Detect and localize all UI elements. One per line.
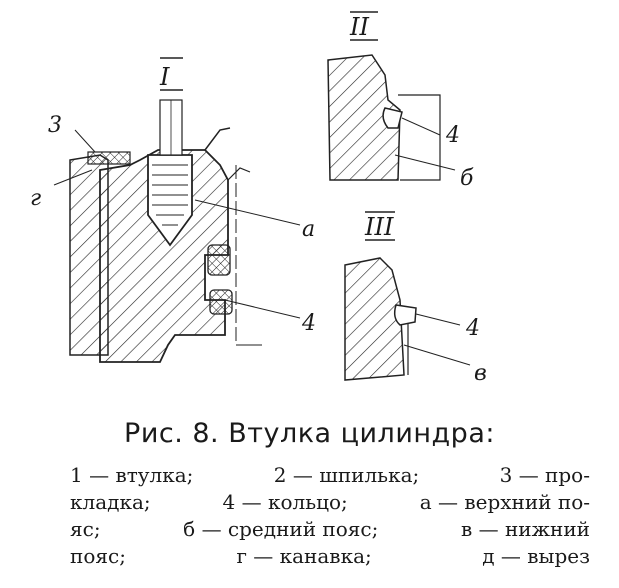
view-one-label: I bbox=[159, 63, 170, 91]
view-three: III 4 в bbox=[344, 211, 487, 386]
label-three: 3 bbox=[48, 113, 62, 138]
ring-view-three bbox=[393, 304, 417, 326]
ring-lower bbox=[209, 289, 233, 315]
ring-upper bbox=[207, 244, 231, 276]
label-four-view-one: 4 bbox=[301, 311, 316, 336]
legend-item: в — нижний bbox=[460, 517, 590, 541]
legend-item: д — вырез bbox=[482, 544, 590, 568]
label-a: а bbox=[302, 217, 315, 242]
caption-legend: 1 — втулка; 2 — шпилька; 3 — про- кладка… bbox=[70, 462, 590, 570]
stud bbox=[147, 154, 193, 247]
ring-view-two bbox=[382, 107, 403, 129]
sleeve-body bbox=[99, 149, 229, 363]
legend-item: кладка; bbox=[70, 490, 151, 514]
legend-line-3: яс; б — средний пояс; в — нижний bbox=[70, 516, 590, 543]
legend-item: 3 — про- bbox=[499, 463, 590, 487]
legend-line-4: пояс; г — канавка; д — вырез bbox=[70, 543, 590, 570]
view-three-label: III bbox=[364, 213, 394, 241]
legend-item: пояс; bbox=[70, 544, 126, 568]
label-be: б bbox=[460, 166, 474, 191]
view-two: II 4 б bbox=[327, 11, 474, 191]
legend-item: а — верхний по- bbox=[419, 490, 590, 514]
legend-item: г — канавка; bbox=[236, 544, 372, 568]
cylinder-sleeve-figure: I 3 bbox=[30, 11, 487, 386]
view-two-label: II bbox=[349, 13, 369, 41]
label-ge: г bbox=[30, 186, 41, 211]
legend-item: 4 — кольцо; bbox=[222, 490, 348, 514]
label-ve: в bbox=[474, 361, 487, 386]
label-four-view-three: 4 bbox=[465, 316, 480, 341]
legend-line-2: кладка; 4 — кольцо; а — верхний по- bbox=[70, 489, 590, 516]
legend-item: 1 — втулка; bbox=[70, 463, 194, 487]
view-three-section bbox=[344, 257, 405, 381]
label-four-view-two: 4 bbox=[445, 123, 460, 148]
view-two-section bbox=[327, 54, 401, 181]
legend-line-1: 1 — втулка; 2 — шпилька; 3 — про- bbox=[70, 462, 590, 489]
legend-item: 2 — шпилька; bbox=[273, 463, 420, 487]
gasket bbox=[87, 151, 131, 165]
caption-title: Рис. 8. Втулка цилиндра: bbox=[124, 418, 495, 449]
view-one: I 3 bbox=[30, 57, 316, 363]
legend-item: яс; bbox=[70, 517, 101, 541]
legend-item: б — средний пояс; bbox=[183, 517, 379, 541]
